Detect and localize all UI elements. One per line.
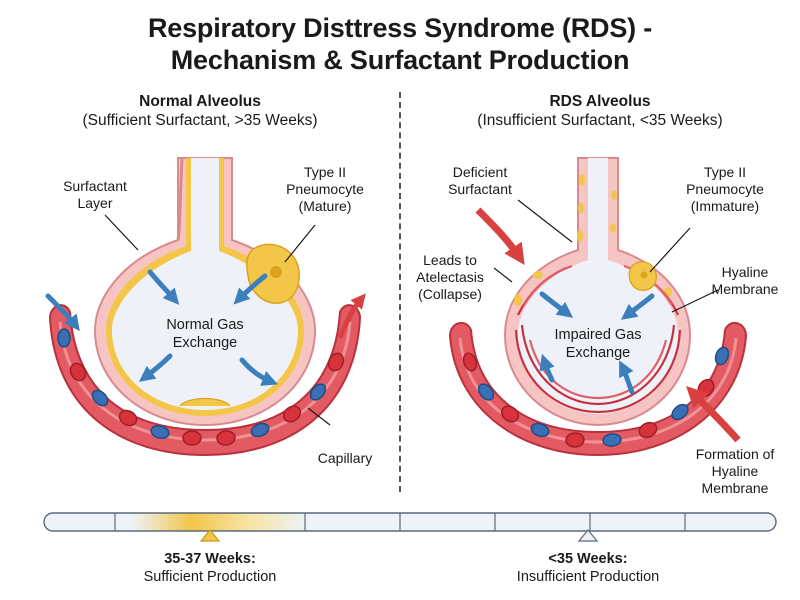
red-outflow-arrow <box>337 293 366 339</box>
timeline-caption-sufficient: 35-37 Weeks: Sufficient Production <box>143 551 277 585</box>
right-panel-subheading: (Insufficient Surfactant, <35 Weeks) <box>477 112 723 129</box>
alveolar-lumen <box>112 158 298 410</box>
label-capillary: Capillary <box>317 450 373 466</box>
label-surfactant-layer: Surfactant Layer <box>63 178 127 211</box>
label-type2-immature: Type II Pneumocyte (Immature) <box>686 164 764 214</box>
label-impaired-gas-exchange: Impaired Gas Exchange <box>554 327 642 361</box>
rds-capillary-outer <box>448 321 748 457</box>
red-blood-cells <box>57 328 345 446</box>
gas-exchange-arrows <box>45 269 278 386</box>
right-panel-header: RDS Alveolus (Insufficient Surfactant, <… <box>400 92 800 130</box>
label-normal-gas-exchange: Normal Gas Exchange <box>166 317 244 351</box>
timeline-caption-insufficient: <35 Weeks: Insufficient Production <box>516 551 660 585</box>
panel-divider <box>399 92 401 492</box>
rds-lumen <box>518 158 678 414</box>
label-atelectasis: Leads to Atelectasis (Collapse) <box>416 252 484 302</box>
label-deficient-surfactant: Deficient Surfactant <box>448 164 512 197</box>
rds-red-blood-cells <box>462 346 730 448</box>
label-formation-hyaline: Formation of Hyaline Membrane <box>695 446 775 496</box>
title-line-1: Respiratory Disttress Syndrome (RDS) - <box>147 13 653 43</box>
left-panel-heading: Normal Alveolus <box>139 93 261 110</box>
left-panel-header: Normal Alveolus (Sufficient Surfactant, … <box>0 92 400 130</box>
atelectasis-arrow <box>475 207 525 265</box>
rds-gas-exchange-arrows <box>539 291 655 395</box>
normal-alveolus <box>45 157 366 457</box>
hyaline-formation-arrow <box>686 386 741 443</box>
timeline-bar <box>43 512 777 532</box>
title-line-2: Mechanism & Surfactant Production <box>170 45 630 75</box>
deficient-surfactant <box>514 174 672 306</box>
right-panel-heading: RDS Alveolus <box>549 93 651 110</box>
timeline-marker-insufficient <box>577 529 599 542</box>
label-type2-mature: Type II Pneumocyte (Mature) <box>286 164 364 214</box>
timeline-marker-sufficient <box>199 529 221 542</box>
gestation-timeline <box>43 512 777 542</box>
left-panel-subheading: (Sufficient Surfactant, >35 Weeks) <box>82 112 318 129</box>
label-hyaline-membrane: Hyaline Membrane <box>711 264 779 297</box>
rds-alveolus <box>448 157 748 457</box>
